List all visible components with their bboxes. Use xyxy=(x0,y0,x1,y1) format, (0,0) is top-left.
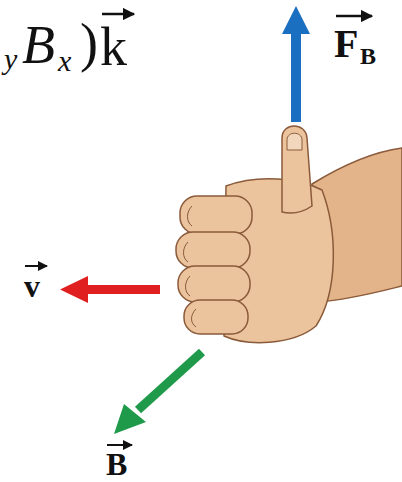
vector-arrow xyxy=(336,15,372,18)
hand xyxy=(176,126,402,343)
formula-symbol: ) xyxy=(80,16,98,70)
force-arrow xyxy=(282,6,310,122)
field-label: B xyxy=(106,448,127,480)
velocity-arrow xyxy=(60,276,160,303)
unit-vector: k xyxy=(100,20,127,74)
field-arrow xyxy=(114,352,202,434)
formula-symbol: B xyxy=(22,18,55,72)
vector-arrow xyxy=(107,444,132,446)
vector-arrow xyxy=(25,265,47,267)
formula-subscript: y xyxy=(4,44,17,74)
force-subscript: B xyxy=(360,44,376,68)
velocity-label: v xyxy=(24,270,40,302)
force-label: F xyxy=(334,24,358,64)
vector-arrow xyxy=(102,13,134,16)
formula-subscript: x xyxy=(58,46,71,76)
